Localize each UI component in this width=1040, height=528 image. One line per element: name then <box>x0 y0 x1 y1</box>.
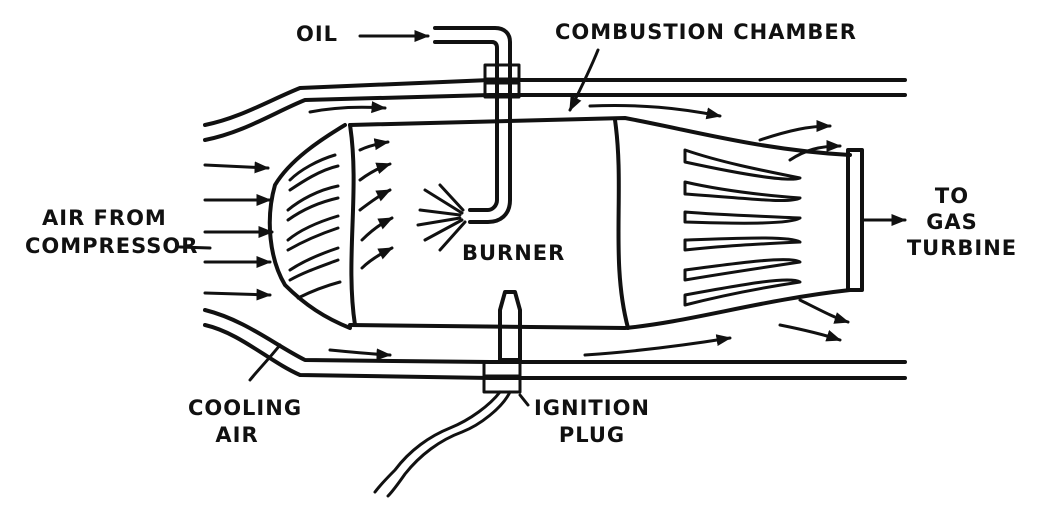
leader-lines <box>178 30 600 407</box>
ignition-plug-label-line2: PLUG <box>558 423 626 447</box>
ignition-plug-label-line1: IGNITION <box>533 396 651 420</box>
cooling-air-label-line2: AIR <box>215 423 259 447</box>
oil-pipe <box>433 26 521 224</box>
burner-spray <box>416 183 467 252</box>
to-gas-turbine-label-line2: GAS <box>926 210 978 234</box>
air-from-compressor-label-line1: AIR FROM <box>42 206 167 230</box>
outlet-fins <box>683 148 802 307</box>
air-from-compressor-label-line2: COMPRESSOR <box>25 234 199 258</box>
oil-label: OIL <box>296 22 339 46</box>
to-gas-turbine-label-line3: TURBINE <box>906 236 1018 260</box>
airflow-arrows <box>203 101 907 361</box>
cooling-air-label-line1: COOLING <box>187 396 303 420</box>
burner-label: BURNER <box>462 241 566 265</box>
to-gas-turbine-label-line1: TO <box>934 184 970 208</box>
outer-casing <box>203 78 907 380</box>
combustion-chamber-label: COMBUSTION CHAMBER <box>555 20 857 44</box>
inlet-swirler-vanes <box>286 153 342 300</box>
ignition-plug <box>373 290 522 498</box>
turbine-flange <box>846 148 864 292</box>
